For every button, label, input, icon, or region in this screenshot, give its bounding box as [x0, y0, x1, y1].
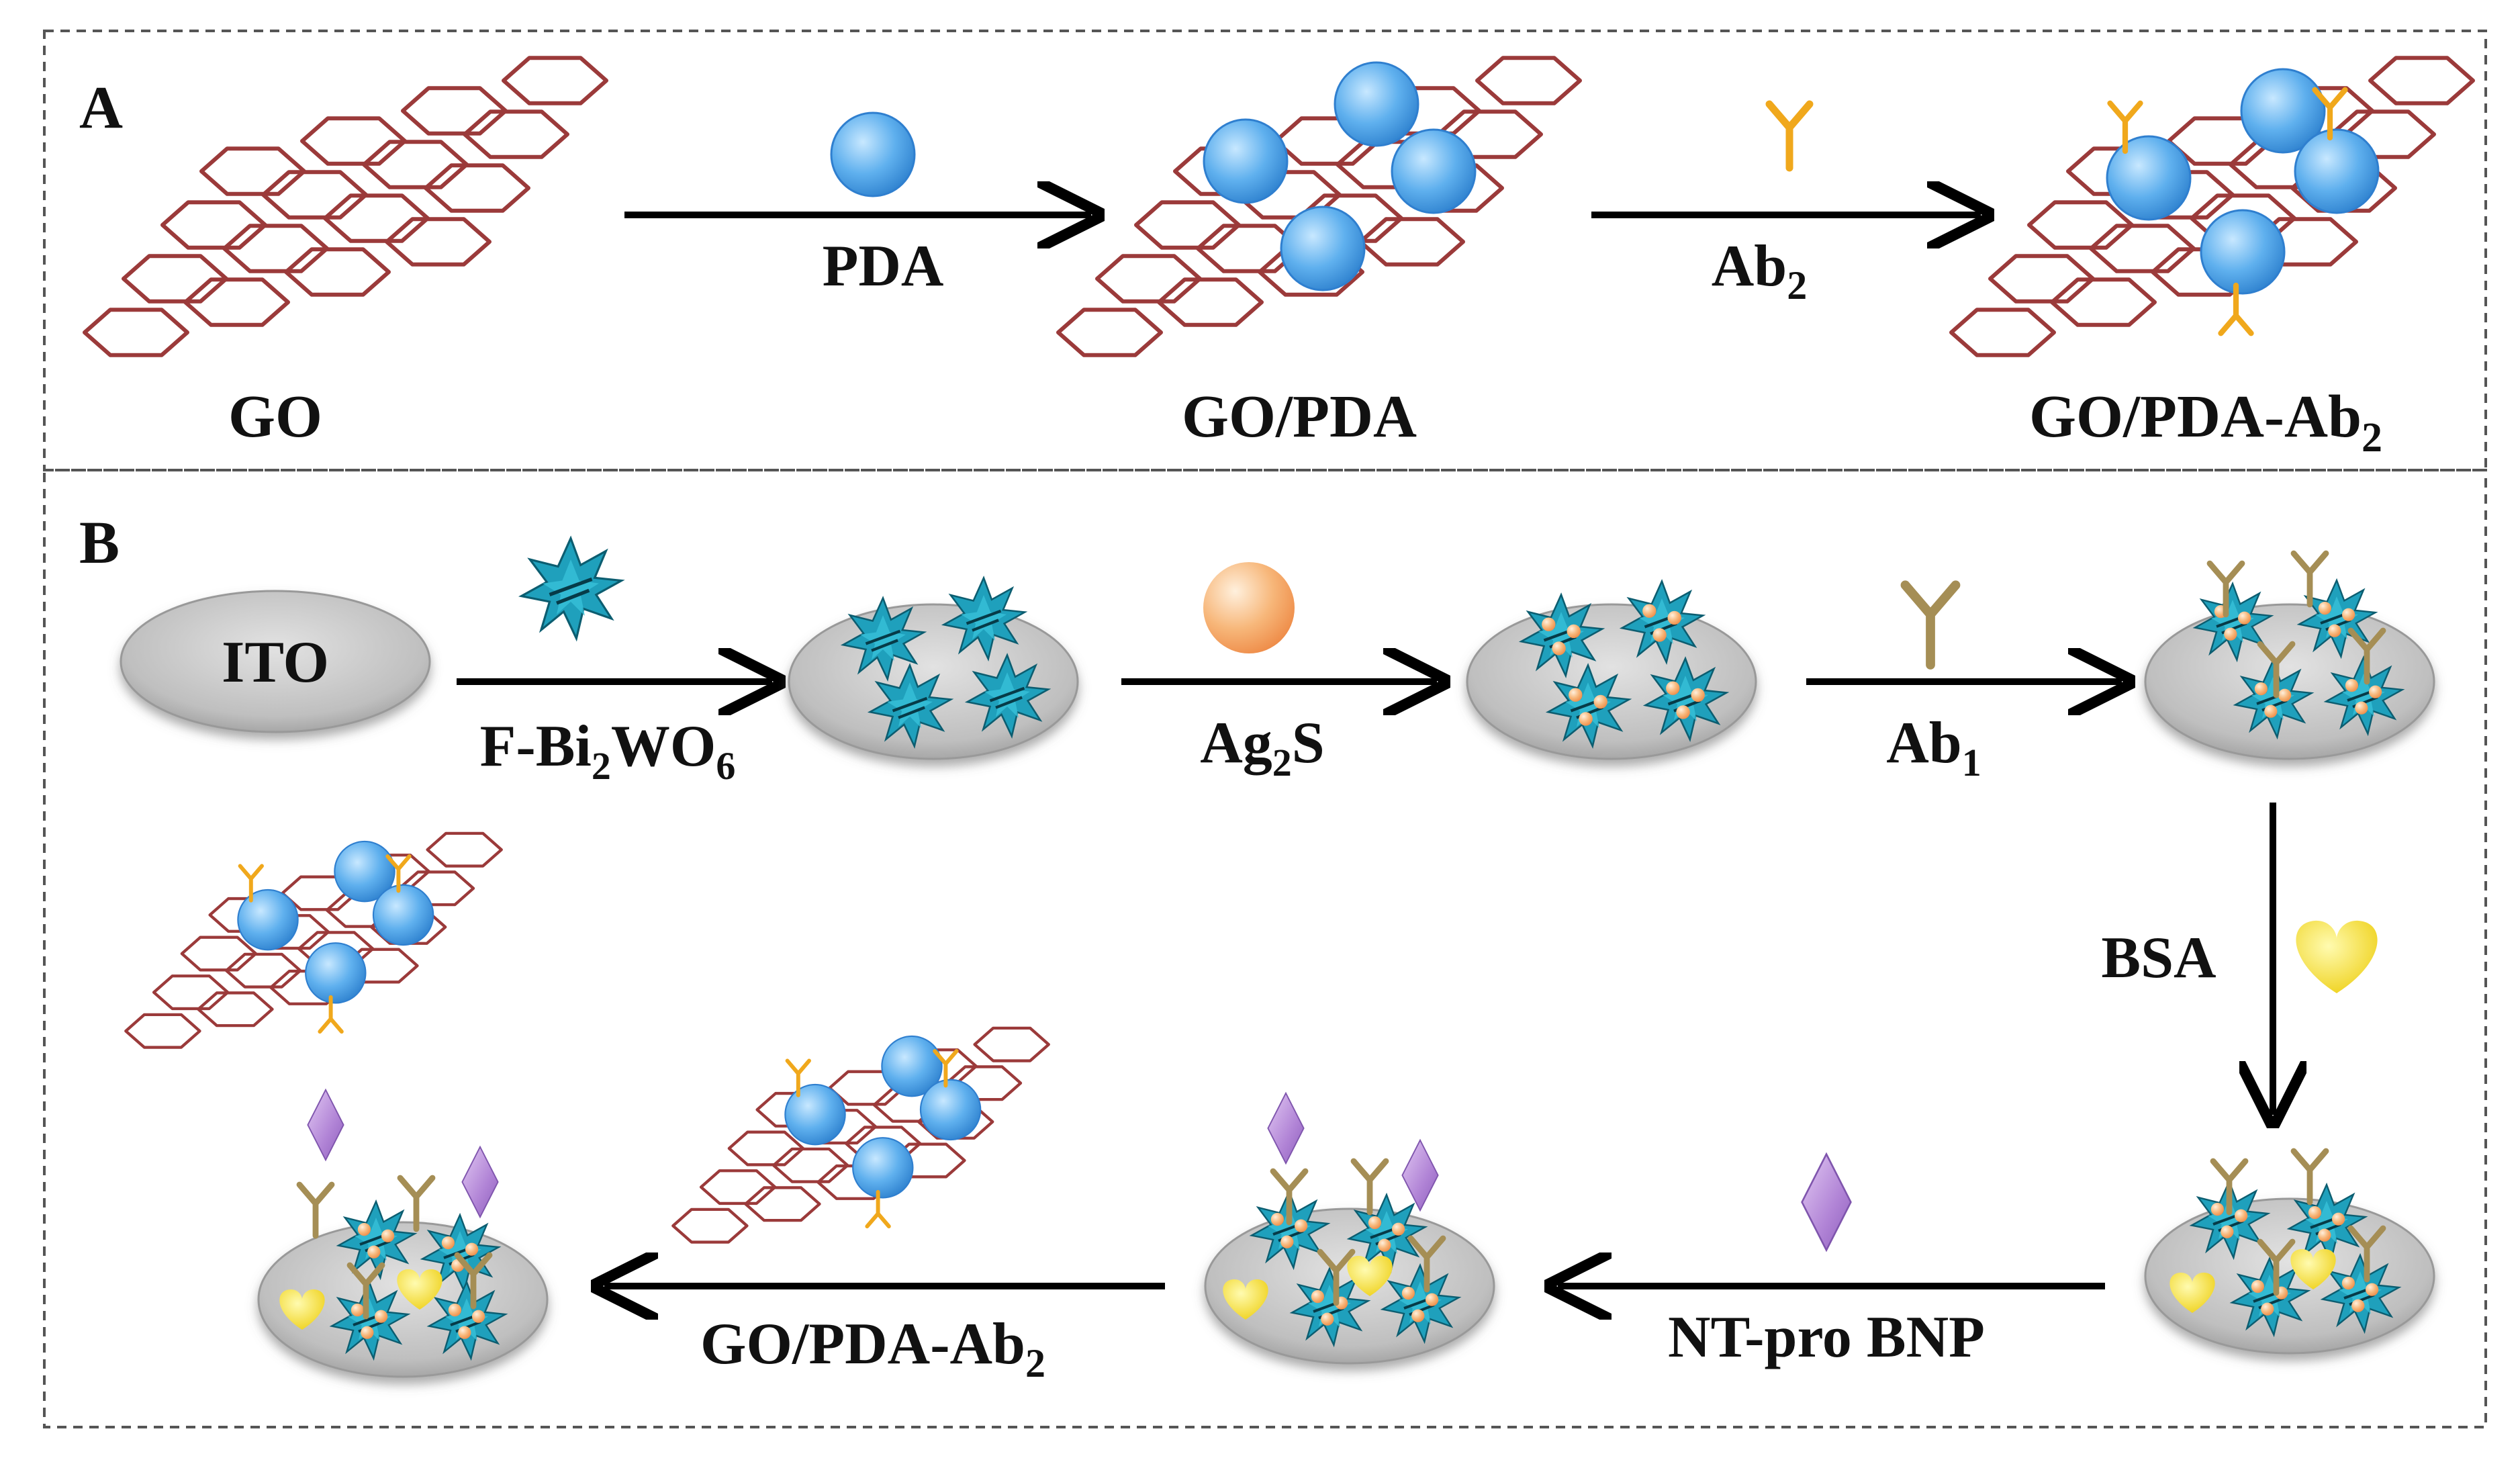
- electrode-bi2wo6: [788, 578, 1079, 760]
- pda-sphere: [784, 1083, 846, 1146]
- ab1-label: Ab1: [1886, 711, 1981, 784]
- graphene-hexagon: [83, 308, 189, 357]
- ab2-label: Ab2: [1712, 234, 1808, 308]
- bsa-label: BSA: [2101, 925, 2216, 991]
- panel-b-letter: B: [79, 510, 120, 576]
- graphene-hexagon: [1358, 217, 1465, 267]
- graphene-hexagon: [502, 56, 608, 105]
- pda-sphere: [305, 942, 367, 1004]
- electrode-ag2s: [1466, 582, 1757, 760]
- go-pda-ab2-sheet: [1949, 56, 2475, 357]
- graphene-hexagon: [284, 247, 391, 297]
- graphene-hexagon: [1475, 56, 1582, 105]
- panel-a-border: [43, 30, 2487, 471]
- pda-sphere: [2240, 68, 2326, 154]
- pda-sphere-icon: [830, 111, 916, 197]
- pda-sphere: [2106, 135, 2192, 221]
- ag2s-sphere-icon: [1203, 562, 1295, 653]
- ab2-antibody-icon: [1769, 104, 1810, 168]
- graphene-hexagon: [183, 277, 290, 327]
- pda-sphere: [1280, 206, 1366, 291]
- graphene-hexagon: [1949, 308, 2056, 357]
- ag2s-label: Ag2S: [1200, 711, 1325, 784]
- pda-sphere: [852, 1137, 914, 1199]
- bi2wo6-icon: [522, 539, 622, 639]
- electrode-bsa: [2144, 1151, 2435, 1355]
- electrode-sandwich: [257, 1089, 549, 1378]
- go-pda-ab2-step-label: GO/PDA-Ab2: [700, 1312, 1045, 1385]
- ito-label: ITO: [222, 630, 329, 695]
- graphene-hexagon: [671, 1208, 749, 1244]
- graphene-hexagon: [1056, 308, 1163, 357]
- pda-sphere: [237, 889, 299, 951]
- graphene-hexagon: [2050, 277, 2157, 327]
- ab1-antibody-icon: [1906, 585, 1956, 665]
- go-pda-ab2-label: GO/PDA-Ab2: [2029, 383, 2382, 461]
- pda-sphere: [1391, 128, 1477, 214]
- go-pda-sheet: [1056, 56, 1582, 357]
- pda-label: PDA: [823, 234, 944, 299]
- go-label: GO: [228, 383, 322, 450]
- pda-sphere: [881, 1035, 943, 1097]
- graphene-oxide-sheet: [83, 56, 608, 357]
- pda-sphere: [1203, 118, 1289, 204]
- graphene-hexagon: [426, 831, 503, 868]
- go-pda-ab2-sheet-reagent: [671, 1026, 1050, 1244]
- graphene-hexagon: [463, 109, 569, 159]
- pda-sphere: [2200, 209, 2286, 295]
- graphene-hexagon: [197, 991, 274, 1028]
- graphene-hexagon: [2368, 56, 2475, 105]
- graphene-hexagon: [973, 1026, 1050, 1062]
- graphene-hexagon: [1157, 277, 1264, 327]
- graphene-hexagon: [424, 163, 530, 213]
- go-pda-label: GO/PDA: [1182, 383, 1417, 450]
- pda-sphere: [919, 1079, 982, 1141]
- antigen-diamond-icon: [1801, 1153, 1852, 1251]
- pda-sphere: [372, 884, 434, 946]
- nt-pro-bnp-label: NT-pro BNP: [1668, 1305, 1985, 1370]
- pda-sphere: [334, 840, 395, 903]
- pda-sphere: [2294, 128, 2380, 214]
- panel-b-border: [43, 469, 2487, 1428]
- pda-sphere: [1334, 61, 1419, 147]
- graphene-hexagon: [744, 1186, 821, 1222]
- bound-go-pda-ab2-sheet: [124, 831, 503, 1049]
- electrode-antigen: [1204, 1092, 1495, 1365]
- f-bi2wo6-label: F-Bi2WO6: [480, 714, 736, 788]
- electrode-ab1: [2144, 553, 2435, 760]
- bsa-heart-icon: [2296, 920, 2378, 993]
- ito-electrode: [120, 590, 431, 733]
- graphene-hexagon: [124, 1013, 201, 1049]
- graphene-hexagon: [385, 217, 492, 267]
- panel-a-letter: A: [79, 75, 123, 141]
